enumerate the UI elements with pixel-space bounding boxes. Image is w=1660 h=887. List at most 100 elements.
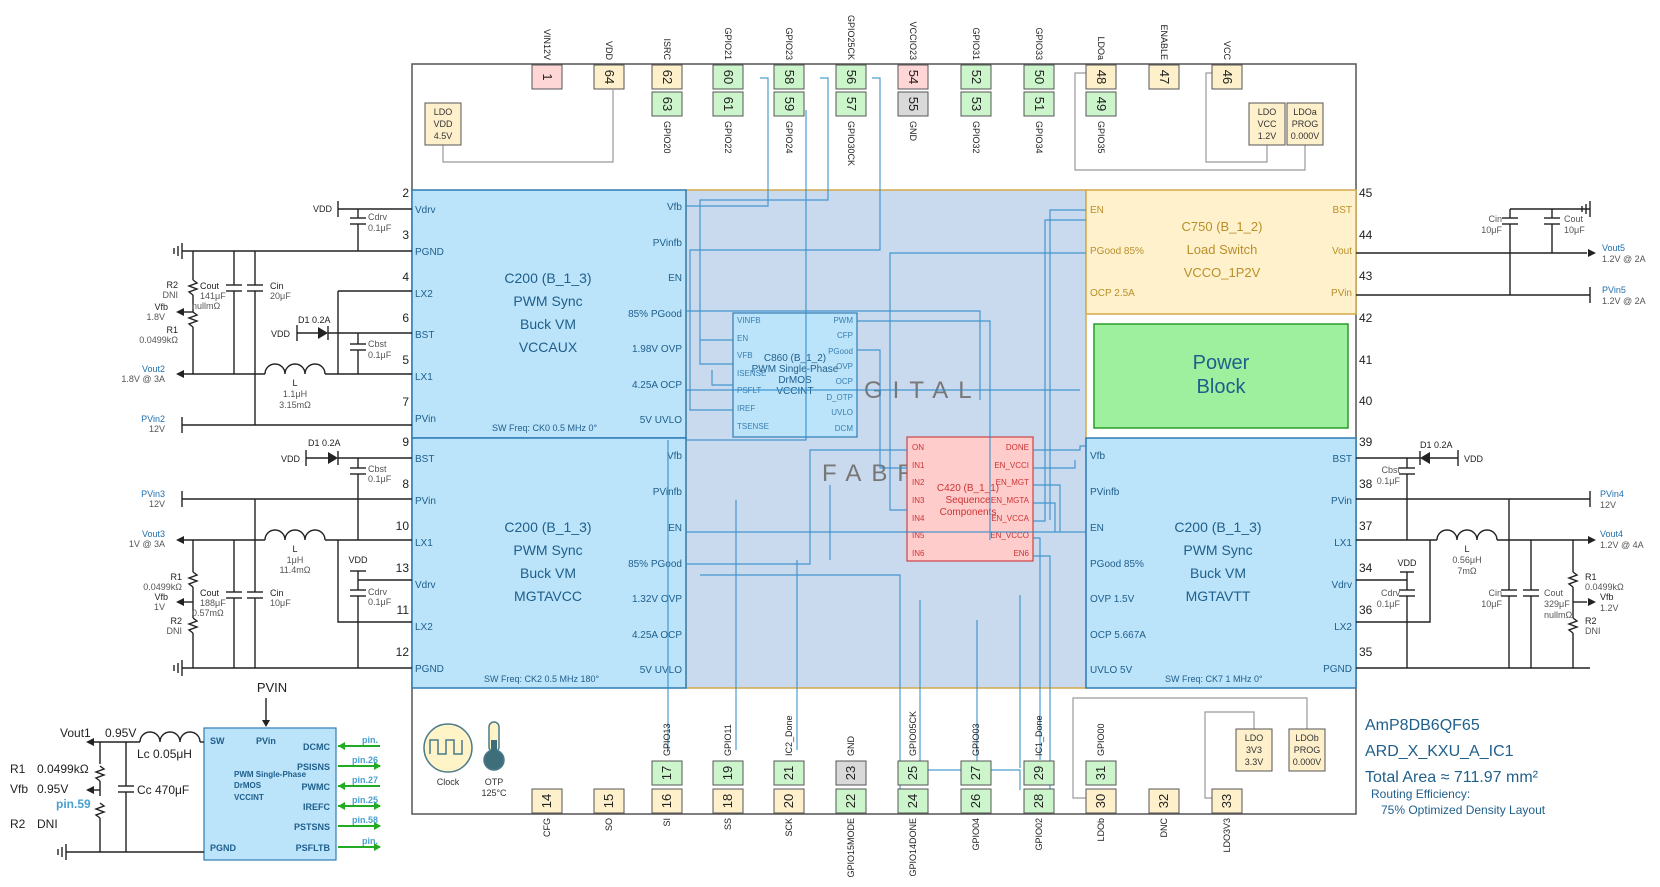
- component-label: VDD: [271, 329, 291, 339]
- component-label: VDD: [1397, 558, 1417, 568]
- pin-number: 19: [720, 766, 735, 780]
- edge-pin-number: 8: [402, 477, 409, 491]
- pin-ref-label: pin.25: [352, 795, 378, 805]
- pin-number: 14: [539, 794, 554, 808]
- component-label: 10μF: [1481, 225, 1502, 235]
- arrow-icon: [338, 782, 345, 790]
- pin-number: 49: [1094, 97, 1109, 111]
- buck-mgtavtt[interactable]: C200 (B_1_3) PWM Sync Buck VM MGTAVTT Vf…: [1085, 437, 1357, 689]
- pin-label: IN2: [912, 478, 925, 487]
- inductor-icon: [1436, 529, 1498, 541]
- component-label: 1.2V @ 2A: [1602, 254, 1646, 264]
- pin-number: 23: [843, 766, 858, 780]
- ldo-line: 3.3V: [1245, 757, 1264, 767]
- buck-mgtavcc[interactable]: C200 (B_1_3) PWM Sync Buck VM MGTAVCC BS…: [411, 437, 687, 689]
- capacitor-icon: [118, 785, 134, 793]
- component-label: 3.15mΩ: [279, 400, 311, 410]
- arrow-icon: [176, 370, 184, 378]
- pin-label: PWM: [833, 316, 853, 325]
- pin-number: 28: [1031, 794, 1046, 808]
- edge-pin-number: 7: [402, 395, 409, 409]
- edge-pin-number: 10: [396, 519, 410, 533]
- arrow-icon: [374, 802, 381, 810]
- sequencer[interactable]: C420 (B_1_1) Sequence Components ON IN1 …: [906, 436, 1034, 562]
- component-label: 1.8V: [146, 312, 165, 322]
- component-label: Vfb: [154, 302, 168, 312]
- buck-vccaux[interactable]: C200 (B_1_3) PWM Sync Buck VM VCCAUX Vdr…: [411, 189, 687, 439]
- component-label: DNI: [1585, 626, 1601, 636]
- drmos-external-box[interactable]: [203, 727, 337, 861]
- pin-label: EN_VCCA: [991, 514, 1029, 523]
- component-label: Cdrv: [1381, 588, 1401, 598]
- power-block-title-2: Block: [1197, 376, 1247, 398]
- pin-label: EN: [1090, 523, 1104, 534]
- pin-label: 1.32V OVP: [632, 594, 682, 605]
- capacitor-icon: [1399, 467, 1415, 475]
- edge-pin-number: 41: [1359, 353, 1373, 367]
- buck-mgtavcc-title-1: C200 (B_1_3): [504, 519, 591, 535]
- pin-number: 17: [659, 766, 674, 780]
- component-label: Cin: [270, 281, 284, 291]
- power-block[interactable]: Power Block: [1093, 323, 1349, 429]
- drmos-vccint[interactable]: C860 (B_1_2) PWM Single-Phase DrMOS VCCI…: [732, 312, 858, 438]
- diode-icon: [318, 326, 329, 340]
- pin-number: 30: [1093, 794, 1108, 808]
- pin-number: 46: [1220, 70, 1235, 84]
- pin-number: 57: [844, 97, 859, 111]
- capacitor-icon: [1399, 589, 1415, 597]
- component-label: D1 0.2A: [308, 438, 341, 448]
- ldo-line: LDO: [1245, 733, 1264, 743]
- edge-pin-number: 3: [402, 228, 409, 242]
- ldo-line: PROG: [1292, 119, 1319, 129]
- component-label: R2: [170, 616, 182, 626]
- pin-number: 53: [969, 97, 984, 111]
- load-switch-vcco[interactable]: C750 (B_1_2) Load Switch VCCO_1P2V EN PG…: [1085, 189, 1357, 315]
- component-label: 0.56μH: [1452, 555, 1481, 565]
